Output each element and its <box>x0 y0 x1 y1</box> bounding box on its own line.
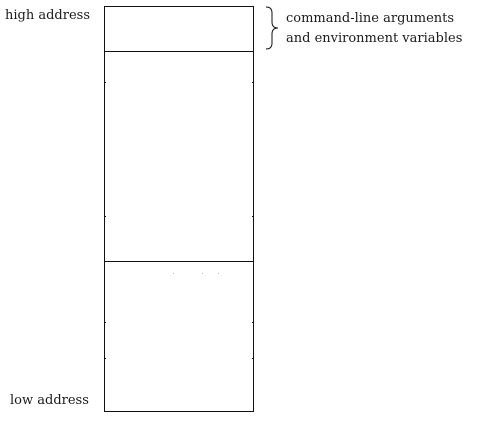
dot-3 <box>218 273 219 274</box>
annotation-line-1: command-line arguments <box>286 11 455 26</box>
args-env-annotation: command-line arguments and environment v… <box>286 9 462 49</box>
dot-1 <box>173 273 174 274</box>
memory-column <box>104 6 254 412</box>
right-brace <box>265 6 279 50</box>
edge-ticks <box>104 82 254 359</box>
annotation-line-2: and environment variables <box>286 31 463 46</box>
dot-2 <box>202 273 203 274</box>
low-address-label: low address <box>10 393 89 408</box>
high-address-label: high address <box>5 8 91 23</box>
faint-dots <box>173 273 219 274</box>
